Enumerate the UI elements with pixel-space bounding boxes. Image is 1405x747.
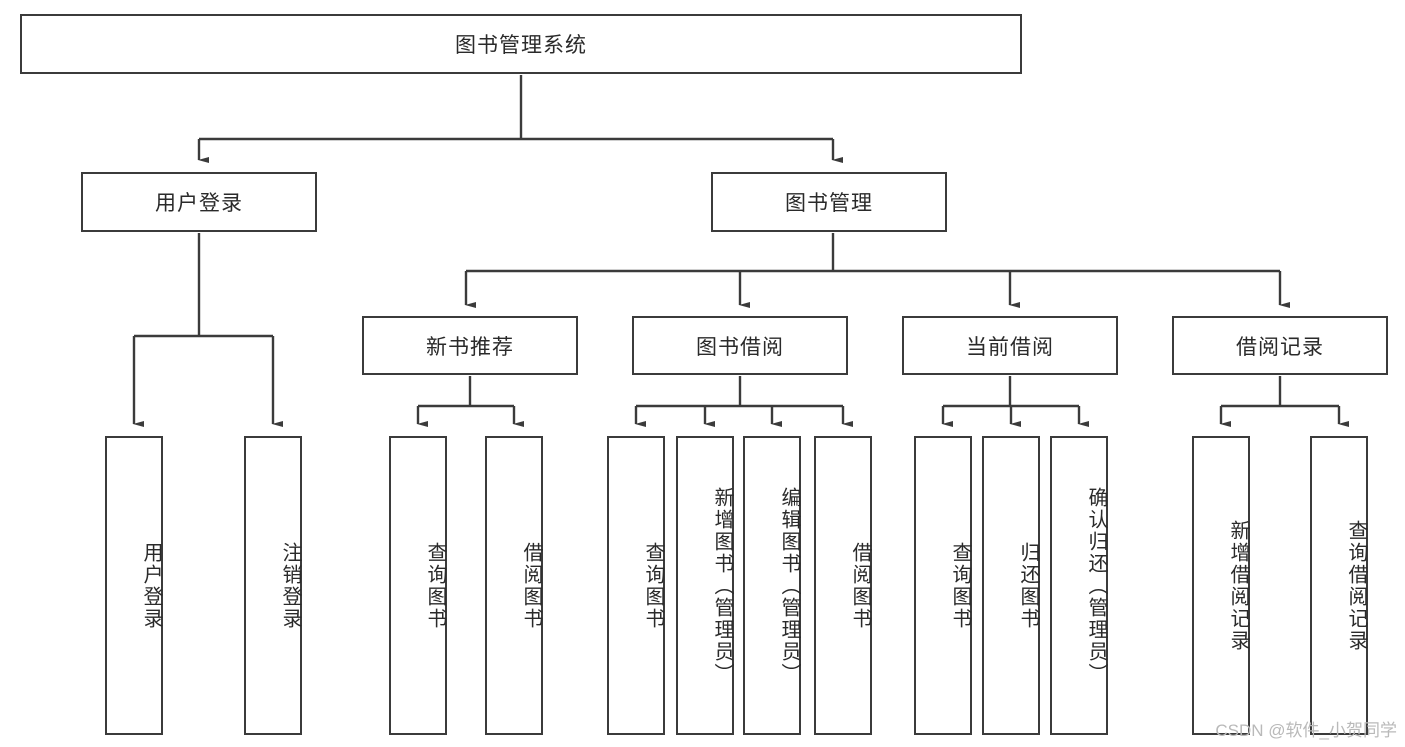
leaf-label: 归还图书 bbox=[1017, 541, 1039, 630]
leaf-label: 编辑图书（管理员） bbox=[778, 486, 800, 685]
leaf-label: 注销登录 bbox=[279, 541, 301, 630]
leaf-recommend-query-book[interactable]: 查询图书 bbox=[389, 436, 447, 735]
leaf-label: 新增图书（管理员） bbox=[711, 486, 733, 685]
leaf-label: 查询图书 bbox=[424, 541, 446, 630]
node-label: 图书借阅 bbox=[696, 335, 784, 359]
node-new-book-recommend[interactable]: 新书推荐 bbox=[362, 316, 578, 375]
leaf-label: 用户登录 bbox=[140, 541, 162, 630]
leaf-borrow-query-book[interactable]: 查询图书 bbox=[607, 436, 665, 735]
leaf-borrow-edit-book-admin[interactable]: 编辑图书（管理员） bbox=[743, 436, 801, 735]
leaf-user-login-signin[interactable]: 用户登录 bbox=[105, 436, 163, 735]
node-book-borrow[interactable]: 图书借阅 bbox=[632, 316, 848, 375]
leaf-label: 借阅图书 bbox=[520, 541, 542, 630]
node-label: 图书管理 bbox=[785, 192, 873, 215]
node-label: 用户登录 bbox=[155, 192, 243, 215]
node-current-borrow[interactable]: 当前借阅 bbox=[902, 316, 1118, 375]
leaf-label: 借阅图书 bbox=[849, 541, 871, 630]
leaf-record-add-record[interactable]: 新增借阅记录 bbox=[1192, 436, 1250, 735]
leaf-user-login-signout[interactable]: 注销登录 bbox=[244, 436, 302, 735]
leaf-current-confirm-return-admin[interactable]: 确认归还（管理员） bbox=[1050, 436, 1108, 735]
leaf-label: 查询图书 bbox=[642, 541, 664, 630]
csdn-watermark: CSDN @软件_小贺同学 bbox=[1215, 721, 1397, 740]
node-book-management[interactable]: 图书管理 bbox=[711, 172, 947, 232]
leaf-label: 确认归还（管理员） bbox=[1085, 486, 1107, 685]
leaf-current-return-book[interactable]: 归还图书 bbox=[982, 436, 1040, 735]
node-label: 借阅记录 bbox=[1236, 335, 1324, 359]
leaf-label: 新增借阅记录 bbox=[1227, 519, 1249, 652]
node-user-login[interactable]: 用户登录 bbox=[81, 172, 317, 232]
leaf-label: 查询图书 bbox=[949, 541, 971, 630]
leaf-borrow-add-book-admin[interactable]: 新增图书（管理员） bbox=[676, 436, 734, 735]
node-root-system[interactable]: 图书管理系统 bbox=[20, 14, 1022, 74]
leaf-record-query-record[interactable]: 查询借阅记录 bbox=[1310, 436, 1368, 735]
node-label: 当前借阅 bbox=[966, 335, 1054, 359]
leaf-current-query-book[interactable]: 查询图书 bbox=[914, 436, 972, 735]
node-borrow-record[interactable]: 借阅记录 bbox=[1172, 316, 1388, 375]
leaf-borrow-borrow-book[interactable]: 借阅图书 bbox=[814, 436, 872, 735]
leaf-recommend-borrow-book[interactable]: 借阅图书 bbox=[485, 436, 543, 735]
leaf-label: 查询借阅记录 bbox=[1345, 519, 1367, 652]
node-label: 新书推荐 bbox=[426, 335, 514, 359]
node-label: 图书管理系统 bbox=[455, 34, 587, 57]
